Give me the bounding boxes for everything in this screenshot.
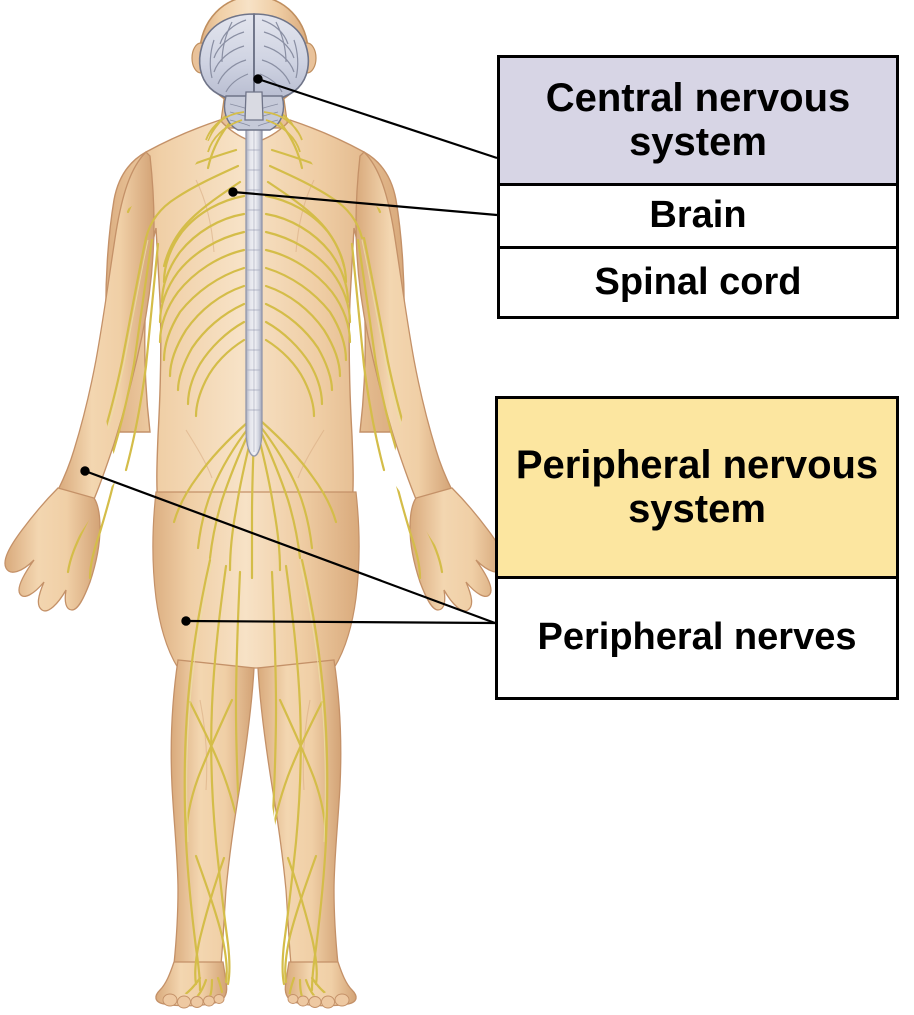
central-nervous-system-box: Central nervous system Brain Spinal cord	[497, 55, 899, 319]
peripheral-nervous-system-box: Peripheral nervous system Peripheral ner…	[495, 396, 899, 700]
pns-header-label: Peripheral nervous system	[498, 399, 896, 576]
pns-row-peripheral-nerves: Peripheral nerves	[498, 576, 896, 697]
cns-row-spinal-cord: Spinal cord	[500, 246, 896, 316]
cns-header-label: Central nervous system	[500, 58, 896, 183]
spinal-cord	[245, 103, 263, 457]
cns-row-brain: Brain	[500, 183, 896, 246]
